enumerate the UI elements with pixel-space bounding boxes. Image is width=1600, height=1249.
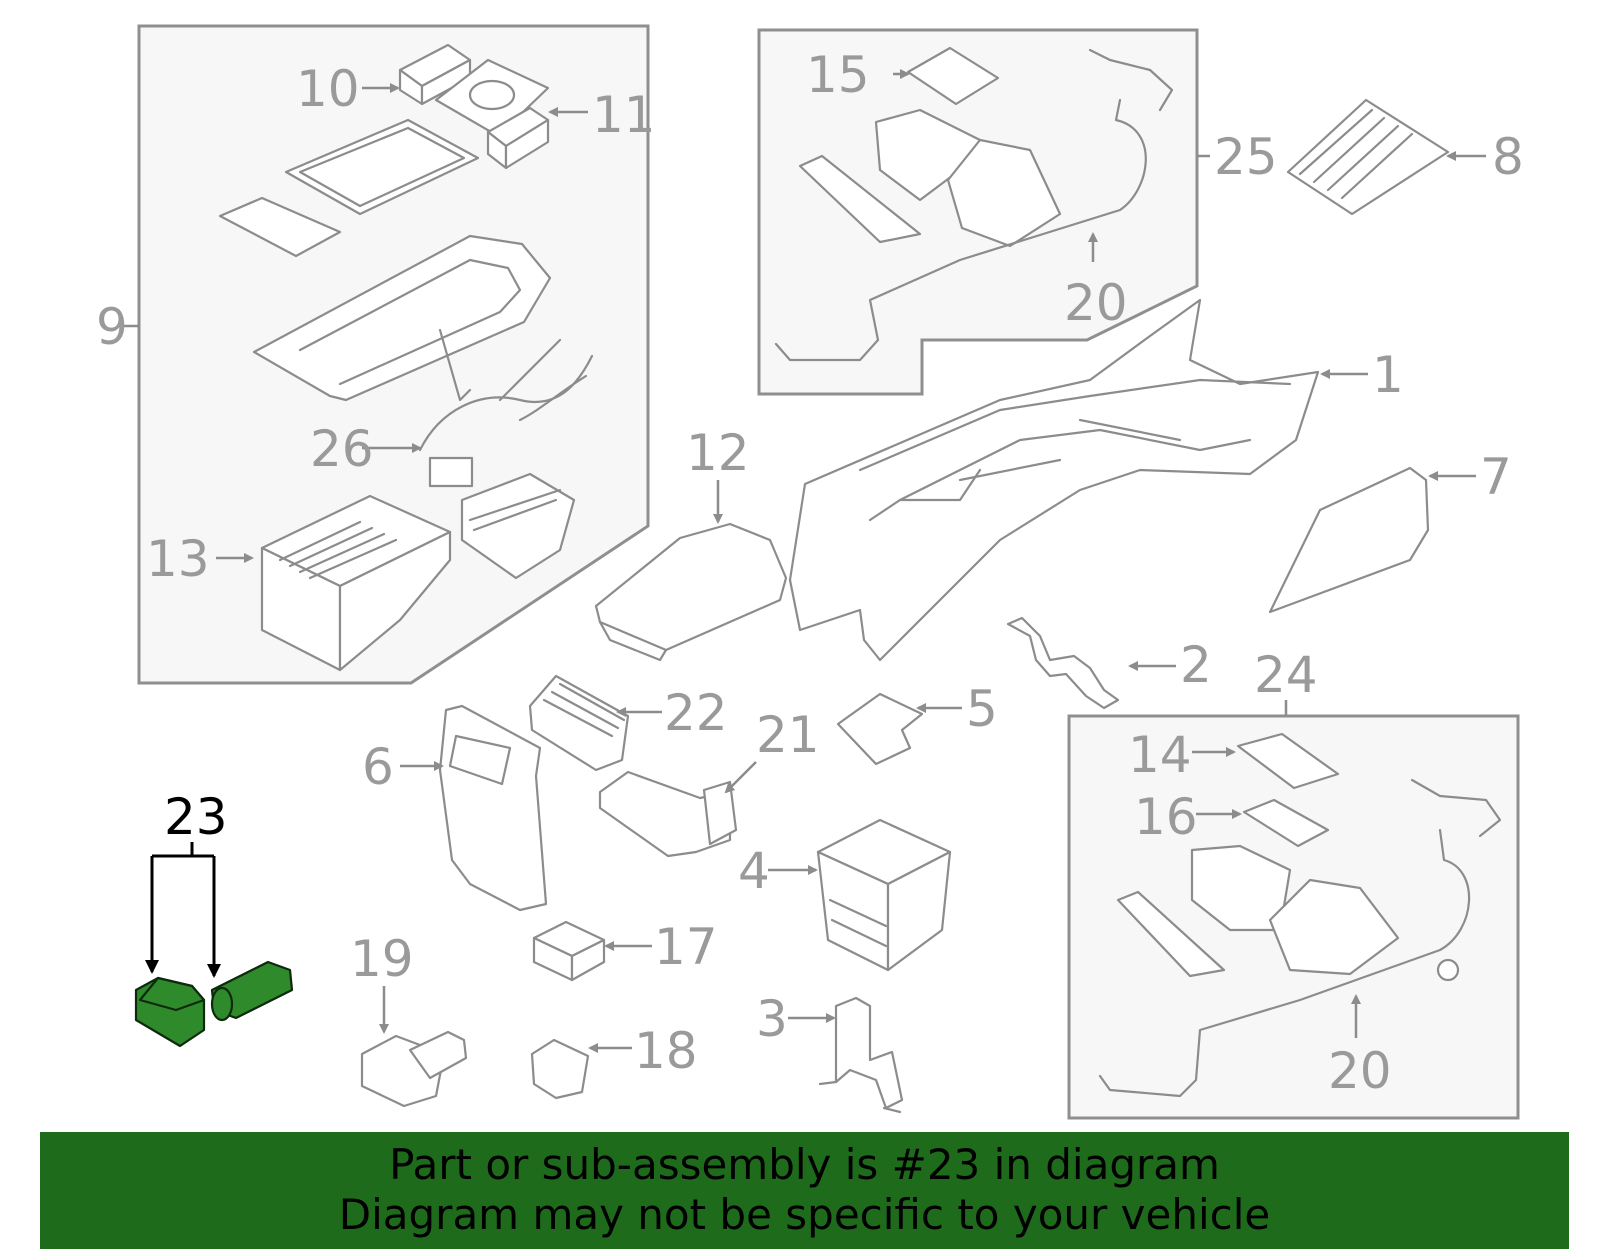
- part-trim-frame: [218, 118, 480, 258]
- part-15-pad: [906, 46, 1000, 106]
- callout-5: 5: [966, 680, 998, 738]
- part-vent-bracket: [460, 472, 576, 580]
- part-6-panel: [438, 704, 548, 912]
- part-2-bracket: [1006, 616, 1120, 710]
- callout-12: 12: [686, 424, 750, 482]
- part-harness-upper: [774, 48, 1174, 362]
- callout-23: 23: [164, 788, 228, 846]
- part-14-pad: [1236, 732, 1340, 790]
- callout-11: 11: [592, 86, 656, 144]
- callout-15: 15: [806, 46, 870, 104]
- callout-18: 18: [634, 1022, 698, 1080]
- callout-13: 13: [146, 530, 210, 588]
- part-26-harness: [418, 338, 594, 488]
- footer-banner: Part or sub-assembly is #23 in diagram D…: [40, 1132, 1569, 1249]
- callout-16: 16: [1134, 788, 1198, 846]
- callout-17: 17: [654, 918, 718, 976]
- footer-line-2: Diagram may not be specific to your vehi…: [338, 1190, 1271, 1239]
- callout-19: 19: [350, 930, 414, 988]
- callout-9: 9: [96, 298, 128, 356]
- callout-21: 21: [756, 706, 820, 764]
- part-console-upper: [252, 234, 552, 402]
- callout-3: 3: [756, 990, 788, 1048]
- callout-14: 14: [1128, 726, 1192, 784]
- part-10-switch: [398, 43, 472, 106]
- part-harness-lower: [1098, 778, 1502, 1098]
- callout-25: 25: [1214, 128, 1278, 186]
- callout-26: 26: [310, 420, 374, 478]
- part-4-box: [816, 818, 952, 972]
- part-8-mat: [1286, 98, 1450, 216]
- part-5-pad: [836, 692, 924, 766]
- callout-7: 7: [1480, 448, 1512, 506]
- part-bracket-lower: [1116, 890, 1226, 978]
- callout-6: 6: [362, 738, 394, 796]
- callout-1: 1: [1372, 346, 1404, 404]
- part-21-duct: [598, 770, 738, 858]
- part-19-socket: [360, 1030, 468, 1108]
- part-23-highlight: [134, 960, 294, 1048]
- part-bracket-left: [798, 154, 922, 244]
- part-13-storage: [260, 494, 452, 672]
- callout-24: 24: [1254, 646, 1318, 704]
- footer-line-1: Part or sub-assembly is #23 in diagram: [389, 1140, 1220, 1189]
- part-18-clip: [530, 1038, 590, 1100]
- callout-8: 8: [1492, 128, 1524, 186]
- part-tray-lower: [1190, 844, 1400, 976]
- part-cupholder-plate: [434, 58, 550, 138]
- part-17-tray: [532, 920, 606, 982]
- callout-2: 2: [1180, 636, 1212, 694]
- leader-lines-23: [145, 842, 221, 978]
- part-3-bracket: [818, 996, 904, 1114]
- part-12-armrest: [594, 522, 788, 662]
- callout-22: 22: [664, 684, 728, 742]
- callout-20-upper: 20: [1064, 274, 1128, 332]
- callout-4: 4: [738, 842, 770, 900]
- leader-lines: [123, 69, 1486, 1053]
- callout-20-lower: 20: [1328, 1042, 1392, 1100]
- part-1-console-body: [788, 298, 1320, 662]
- part-16-pad: [1242, 798, 1330, 848]
- part-tray-upper: [874, 108, 1062, 248]
- part-7-side-panel: [1268, 466, 1430, 614]
- part-22-vent: [528, 674, 630, 772]
- callout-10: 10: [296, 60, 360, 118]
- part-11-switch: [486, 106, 550, 170]
